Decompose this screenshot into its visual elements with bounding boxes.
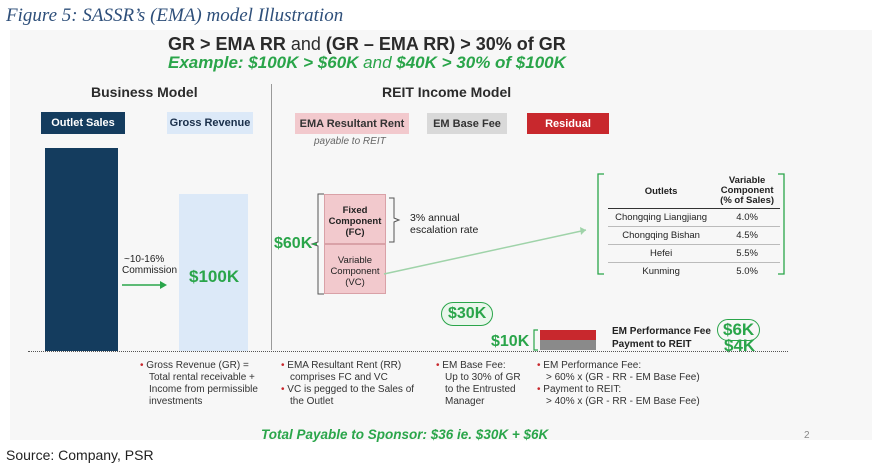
gross-revenue-value: $100K bbox=[189, 267, 240, 286]
table-bracket bbox=[597, 173, 604, 275]
fixed-line-2: Component bbox=[328, 216, 382, 227]
residual-header: Residual bbox=[527, 113, 609, 134]
six-k-value: $6K bbox=[717, 319, 761, 341]
fixed-line-1: Fixed bbox=[342, 205, 368, 216]
gross-revenue-bar bbox=[179, 194, 248, 351]
fixed-component-box: Fixed Component (FC) bbox=[324, 194, 386, 244]
bullet-3-line-3: to the Entrusted bbox=[445, 384, 516, 395]
bullet-2-line-2: comprises FC and VC bbox=[290, 372, 388, 383]
outlet-pct: 4.5% bbox=[714, 226, 780, 245]
col-outlets: Outlets bbox=[608, 174, 715, 209]
bullet-3-line-1: EM Base Fee: bbox=[442, 360, 506, 371]
outlets-table: Outlets Variable Component (% of Sales) … bbox=[608, 174, 780, 280]
bullet-gross-revenue: • Gross Revenue (GR) = Total rental rece… bbox=[140, 360, 270, 408]
gross-revenue-header: Gross Revenue bbox=[167, 112, 253, 134]
headline-line-2: Example: $100K > $60K and $40K > 30% of … bbox=[168, 53, 566, 73]
variable-line-1: Variable bbox=[337, 255, 373, 266]
headline-1c: (GR – EMA RR) > 30% of GR bbox=[325, 34, 566, 54]
outlet-name: Kunming bbox=[642, 266, 680, 277]
payment-to-reit-bar bbox=[540, 340, 596, 350]
baseline-dotted bbox=[28, 351, 788, 352]
bullet-2-line-3: VC is pegged to the Sales of bbox=[287, 384, 415, 395]
headline-1b: and bbox=[290, 34, 321, 54]
bullet-3-line-4: Manager bbox=[445, 396, 485, 407]
fixed-line-3: (FC) bbox=[345, 227, 365, 238]
bullet-4-line-1: EM Performance Fee: bbox=[543, 360, 642, 371]
table-row: Chongqing Bishan 4.5% bbox=[608, 226, 780, 245]
escalation-line-1: 3% annual bbox=[410, 212, 460, 224]
bullet-4-line-3: Payment to REIT: bbox=[543, 384, 622, 395]
table-row: Chongqing Liangjiang 4.0% bbox=[608, 208, 780, 227]
payment-to-reit-label: Payment to REIT bbox=[612, 339, 692, 350]
col-variable-l2: Component bbox=[720, 185, 774, 196]
outlet-name: Chongqing Bishan bbox=[608, 226, 715, 245]
headline-2a: Example: $100K > $60K bbox=[168, 53, 359, 72]
four-k-value: $4K bbox=[724, 336, 756, 355]
outlet-name: Chongqing Liangjiang bbox=[608, 208, 715, 227]
business-model-title: Business Model bbox=[91, 84, 198, 100]
table-row: Hefei 5.5% bbox=[608, 244, 780, 263]
escalation-text: 3% annual escalation rate bbox=[410, 212, 478, 236]
table-row: Kunming 5.0% bbox=[608, 263, 780, 281]
headline-line-1: GR > EMA RR and (GR – EMA RR) > 30% of G… bbox=[168, 34, 566, 55]
escalation-bracket bbox=[389, 197, 401, 243]
payable-to-reit-note: payable to REIT bbox=[314, 136, 386, 147]
outlet-sales-bar bbox=[45, 148, 118, 351]
bullet-2-line-4: the Outlet bbox=[290, 396, 334, 407]
em-performance-label: EM Performance Fee bbox=[612, 326, 711, 337]
ten-k-bracket bbox=[533, 329, 538, 351]
col-variable-l3: (% of Sales) bbox=[720, 195, 775, 206]
rr-bracket bbox=[310, 193, 324, 295]
outlet-name: Hefei bbox=[608, 244, 715, 263]
source-note: Source: Company, PSR bbox=[6, 447, 154, 463]
figure-title: Figure 5: SASSR’s (EMA) model Illustrati… bbox=[6, 5, 344, 26]
commission-label: Commission bbox=[122, 265, 178, 276]
col-variable: Variable Component (% of Sales) bbox=[714, 174, 780, 209]
outlet-pct: 5.5% bbox=[714, 244, 780, 263]
commission-rate: ~10-16% bbox=[124, 254, 165, 265]
headline-2c: $40K > 30% of $100K bbox=[396, 53, 566, 72]
bullet-em-performance: • EM Performance Fee: > 60% x (GR - RR -… bbox=[537, 360, 737, 408]
bullet-em-base-fee: • EM Base Fee: Up to 30% of GR to the En… bbox=[436, 360, 536, 408]
bullet-4-line-2: > 60% x (GR - RR - EM Base Fee) bbox=[546, 372, 700, 383]
bullet-1-line-3: Income from permissible bbox=[149, 384, 258, 395]
vc-connector-arrow bbox=[383, 227, 587, 275]
bullet-1-line-1: Gross Revenue (GR) = bbox=[146, 360, 249, 371]
col-variable-l1: Variable bbox=[728, 175, 766, 186]
variable-line-3: (VC) bbox=[345, 277, 365, 288]
base-fee-value: $30K bbox=[441, 302, 494, 326]
bullet-1-line-2: Total rental receivable + bbox=[149, 372, 255, 383]
ten-k-value: $10K bbox=[491, 333, 530, 350]
variable-line-2: Component bbox=[330, 266, 380, 277]
variable-component-box: Variable Component (VC) bbox=[324, 244, 386, 294]
table-bracket-right bbox=[778, 173, 785, 275]
em-base-fee-header: EM Base Fee bbox=[427, 113, 507, 134]
bullet-4-line-4: > 40% x (GR - RR - EM Base Fee) bbox=[546, 396, 700, 407]
outlet-pct: 5.0% bbox=[736, 266, 758, 277]
bullet-2-line-1: EMA Resultant Rent (RR) bbox=[287, 360, 402, 371]
reit-model-title: REIT Income Model bbox=[382, 84, 512, 100]
outlet-sales-header: Outlet Sales bbox=[41, 112, 125, 134]
headline-2b: and bbox=[363, 53, 392, 72]
em-performance-bar bbox=[540, 330, 596, 340]
outlet-pct: 4.0% bbox=[714, 208, 780, 227]
ema-rr-header: EMA Resultant Rent bbox=[295, 113, 409, 134]
commission-arrow bbox=[122, 281, 167, 289]
bullet-ema-rr: • EMA Resultant Rent (RR) comprises FC a… bbox=[281, 360, 431, 408]
headline-1a: GR > EMA RR bbox=[168, 34, 286, 54]
rr-value: $60K- bbox=[274, 235, 318, 252]
escalation-line-2: escalation rate bbox=[410, 224, 479, 236]
section-divider bbox=[271, 84, 272, 350]
total-payable: Total Payable to Sponsor: $36 ie. $30K +… bbox=[261, 427, 549, 442]
bullet-1-line-4: investments bbox=[149, 396, 203, 407]
page-number: 2 bbox=[804, 430, 810, 441]
bullet-3-line-2: Up to 30% of GR bbox=[445, 372, 521, 383]
table-header-row: Outlets Variable Component (% of Sales) bbox=[608, 174, 780, 209]
